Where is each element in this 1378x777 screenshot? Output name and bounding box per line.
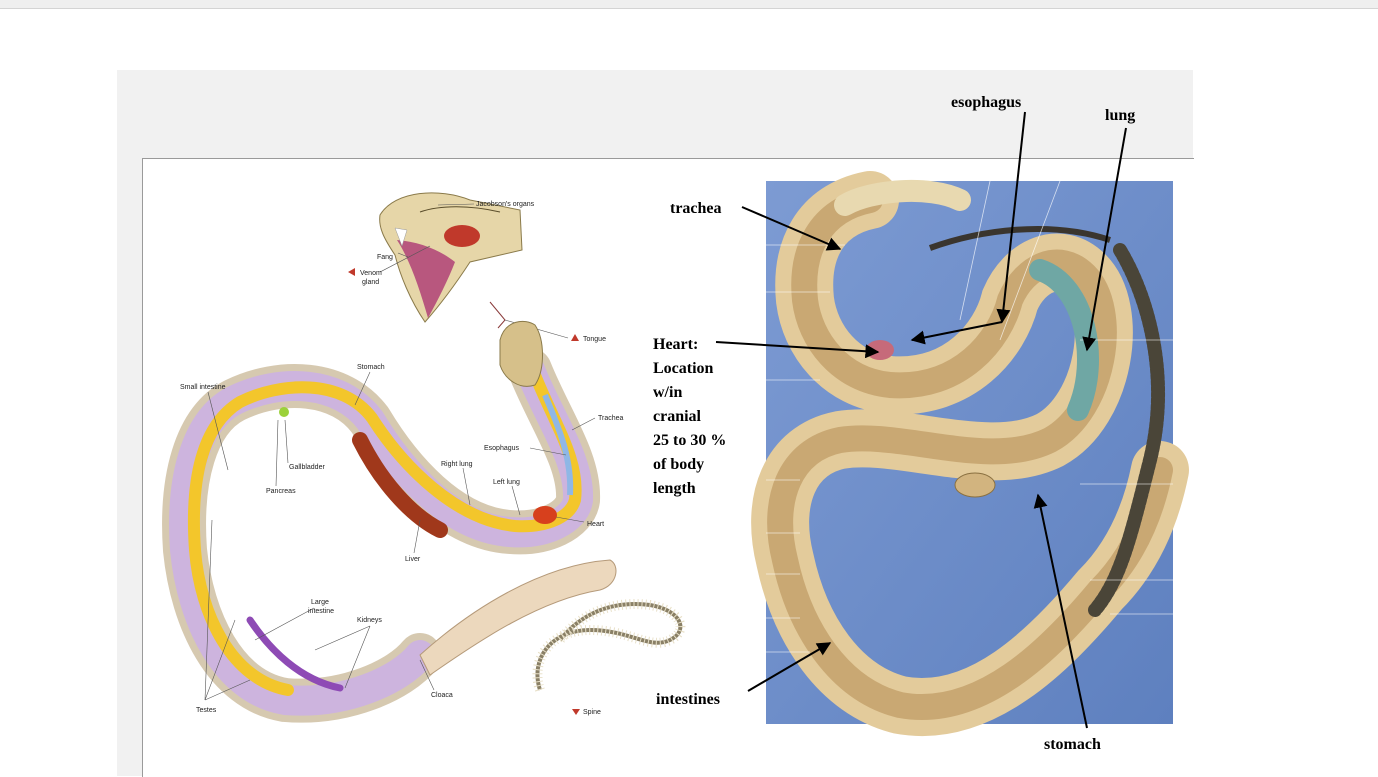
label-heart-line-7: length — [653, 480, 696, 497]
label-esophagus-illustration: Esophagus — [484, 445, 520, 452]
snake-head-illustration — [379, 192, 523, 323]
label-heart-line-5: 25 to 30 % — [653, 432, 726, 449]
label-small-intestine: Small intestine — [180, 384, 226, 391]
label-heart-line-6: of body — [653, 456, 704, 473]
label-stomach-illustration: Stomach — [357, 364, 385, 371]
anatomy-illustration: Jacobson's organs Fang Venom gland Tongu… — [162, 192, 686, 723]
label-lung: lung — [1105, 107, 1135, 124]
label-esophagus: esophagus — [951, 94, 1021, 111]
label-gland: gland — [362, 279, 379, 286]
label-cloaca: Cloaca — [431, 692, 453, 699]
window-top-bar — [0, 0, 1378, 9]
label-trachea: trachea — [670, 200, 722, 217]
label-venom: Venom — [360, 270, 382, 277]
label-pancreas: Pancreas — [266, 488, 296, 495]
label-intestine: intestine — [308, 608, 334, 615]
label-stomach: stomach — [1044, 736, 1101, 753]
photo-heart — [866, 340, 894, 360]
label-spine: Spine — [583, 709, 601, 716]
label-heart-line-3: w/in — [653, 384, 682, 401]
label-heart-line-4: cranial — [653, 408, 702, 425]
label-fang: Fang — [377, 254, 393, 261]
label-heart-line-2: Location — [653, 360, 714, 377]
label-heart-illustration: Heart — [587, 521, 604, 528]
label-large: Large — [311, 599, 329, 606]
label-trachea-illustration: Trachea — [598, 415, 624, 422]
label-liver: Liver — [405, 556, 421, 563]
label-jacobsons-organs: Jacobson's organs — [476, 201, 535, 208]
spine-marker-icon — [572, 709, 580, 715]
label-kidneys: Kidneys — [357, 617, 382, 624]
label-right-lung: Right lung — [441, 461, 473, 468]
label-tongue: Tongue — [583, 336, 606, 343]
snake-skeleton-illustration — [532, 599, 686, 692]
label-testes: Testes — [196, 707, 217, 714]
label-intestines: intestines — [656, 691, 720, 708]
dissection-photo — [751, 171, 1189, 736]
label-heart-line-1: Heart: — [653, 336, 698, 353]
label-gallbladder: Gallbladder — [289, 464, 325, 471]
tongue-marker-icon — [571, 334, 579, 341]
venom-gland-marker-icon — [348, 268, 355, 276]
label-left-lung: Left lung — [493, 479, 520, 486]
